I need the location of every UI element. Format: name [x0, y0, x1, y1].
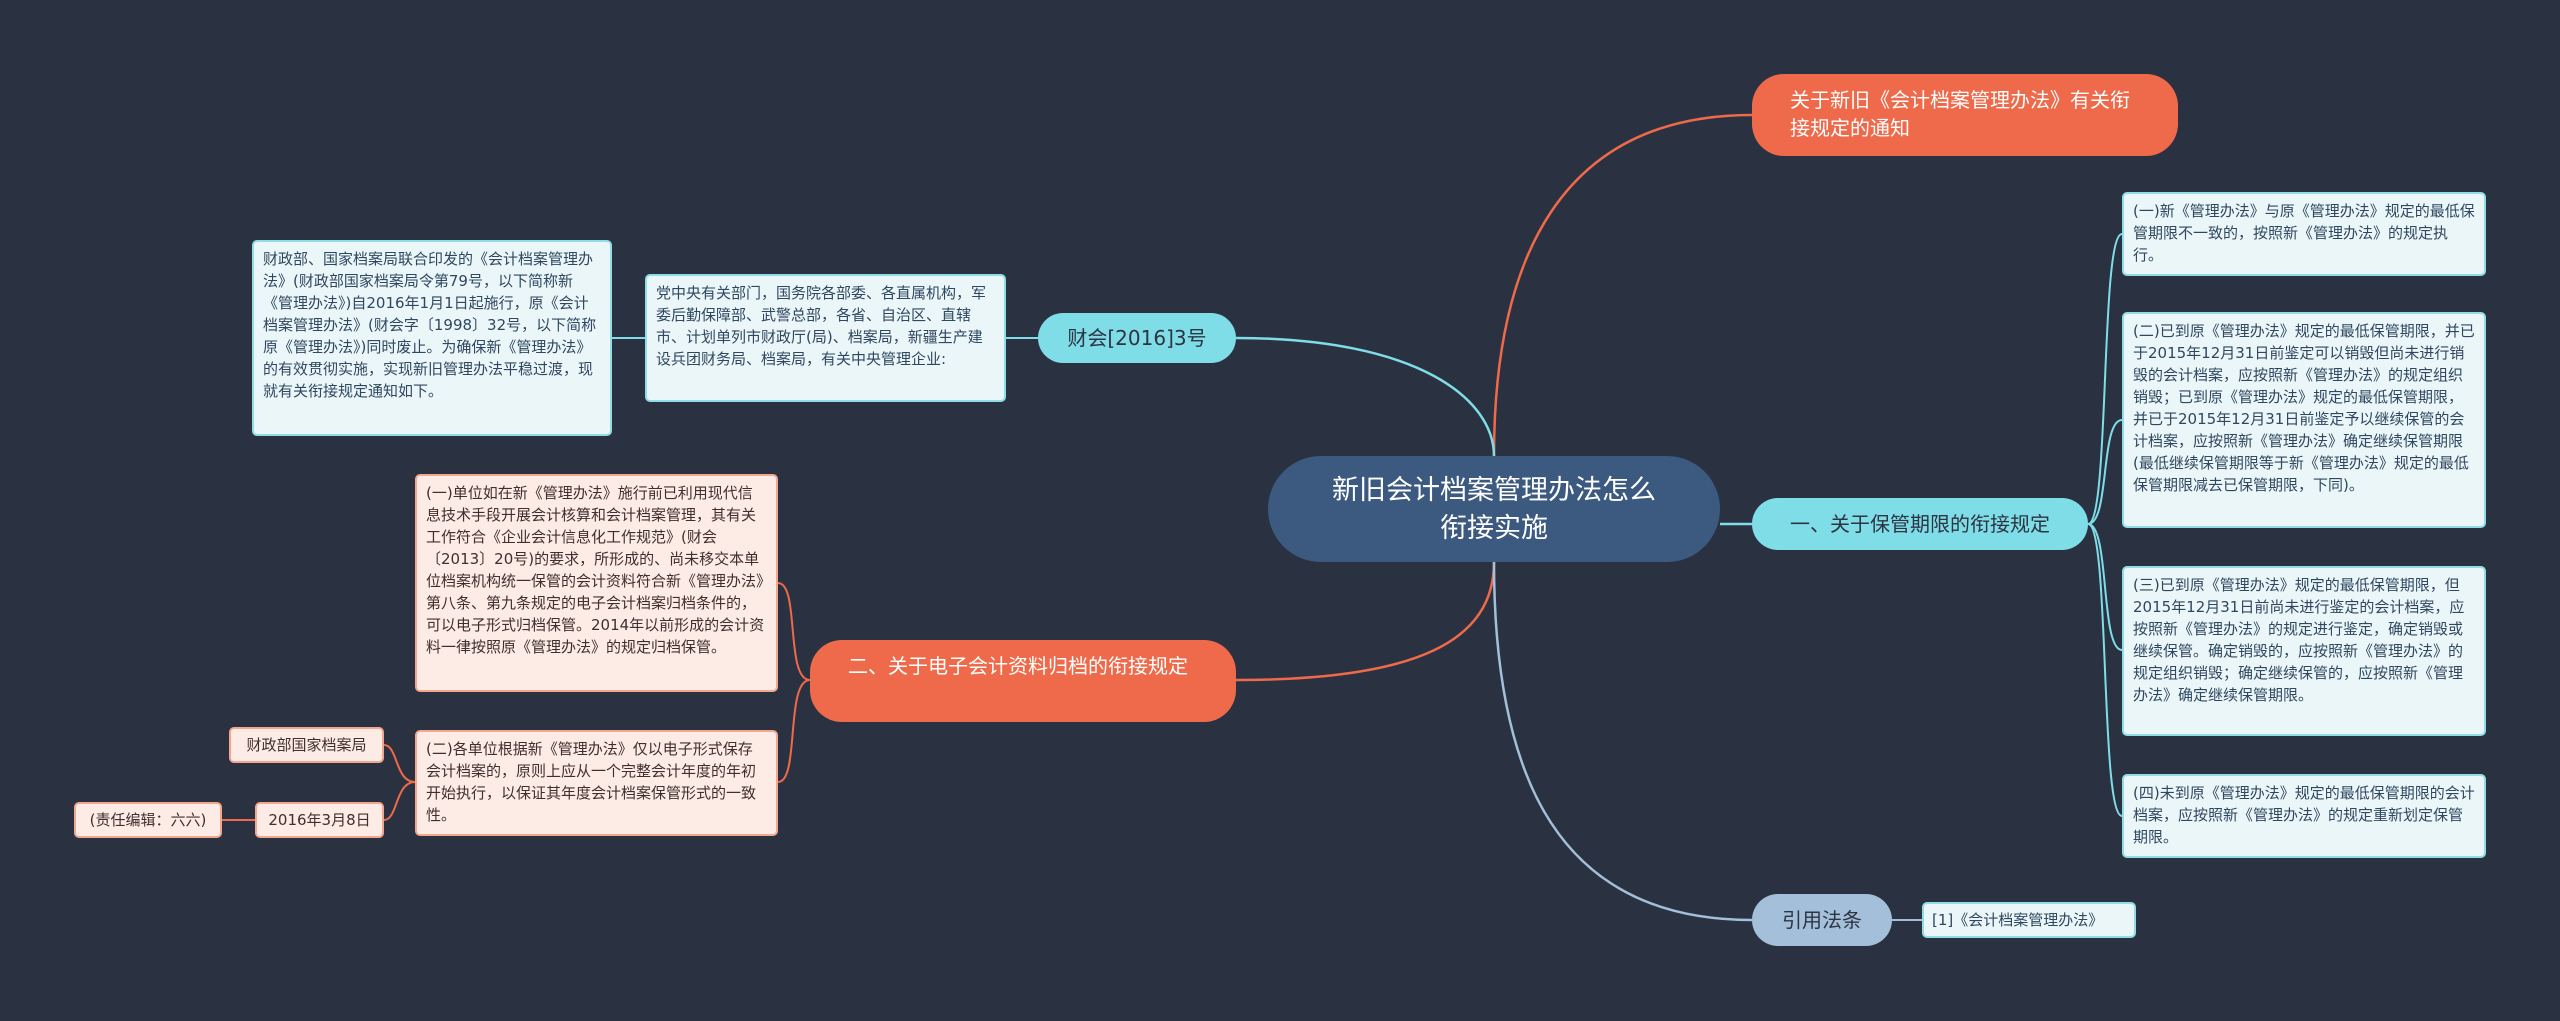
branch-doc-number-label: 财会[2016]3号: [1067, 326, 1207, 350]
branch-doc-number[interactable]: 财会[2016]3号: [1038, 313, 1236, 363]
branch-retention-label: 一、关于保管期限的衔接规定: [1790, 512, 2050, 536]
root-topic[interactable]: 新旧会计档案管理办法怎么衔接实施: [1268, 456, 1720, 562]
link-item2-issuer: [383, 744, 416, 783]
date-tag-text: 2016年3月8日: [268, 811, 371, 829]
retention-item-2-text: (二)已到原《管理办法》规定的最低保管期限，并已于2015年12月31日前鉴定可…: [2133, 322, 2475, 494]
link-electronic-item-2: [777, 679, 811, 783]
link-electronic-item-1: [777, 582, 811, 681]
citation-item-text: [1]《会计档案管理办法》: [1932, 911, 2104, 929]
branch-notice[interactable]: 关于新旧《会计档案管理办法》有关衔接规定的通知: [1752, 74, 2178, 156]
link-root-citation: [1492, 561, 1753, 922]
link-root-electronic: [1235, 561, 1496, 682]
branch-electronic-label: 二、关于电子会计资料归档的衔接规定: [848, 654, 1188, 678]
branch-citation[interactable]: 引用法条: [1752, 894, 1892, 946]
recipients-box[interactable]: 党中央有关部门，国务院各部委、各直属机构，军委后勤保障部、武警总部，各省、自治区…: [645, 274, 1006, 402]
link-root-docno: [1235, 336, 1496, 457]
electronic-item-2[interactable]: (二)各单位根据新《管理办法》仅以电子形式保存会计档案的，原则上应从一个完整会计…: [415, 730, 778, 836]
branch-notice-label: 关于新旧《会计档案管理办法》有关衔接规定的通知: [1790, 88, 2130, 140]
branch-retention[interactable]: 一、关于保管期限的衔接规定: [1752, 498, 2088, 550]
root-topic-title: 新旧会计档案管理办法怎么衔接实施: [1332, 475, 1656, 544]
issuer-tag[interactable]: 财政部国家档案局: [229, 727, 384, 763]
electronic-item-1-text: (一)单位如在新《管理办法》施行前已利用现代信息技术手段开展会计核算和会计档案管…: [426, 484, 765, 656]
link-retention-item-2: [2087, 419, 2123, 525]
link-retention-item-1: [2087, 233, 2123, 525]
link-root-notice: [1492, 113, 1753, 457]
retention-item-1[interactable]: (一)新《管理办法》与原《管理办法》规定的最低保管期限不一致的，按照新《管理办法…: [2122, 192, 2486, 276]
recipients-text: 党中央有关部门，国务院各部委、各直属机构，军委后勤保障部、武警总部，各省、自治区…: [656, 284, 987, 368]
electronic-item-2-text: (二)各单位根据新《管理办法》仅以电子形式保存会计档案的，原则上应从一个完整会计…: [426, 740, 757, 824]
link-item2-date: [383, 781, 416, 821]
link-retention-item-3: [2087, 523, 2123, 651]
editor-tag[interactable]: (责任编辑：六六): [74, 802, 222, 838]
retention-item-3[interactable]: (三)已到原《管理办法》规定的最低保管期限，但2015年12月31日前尚未进行鉴…: [2122, 566, 2486, 736]
retention-item-2[interactable]: (二)已到原《管理办法》规定的最低保管期限，并已于2015年12月31日前鉴定可…: [2122, 312, 2486, 528]
retention-item-1-text: (一)新《管理办法》与原《管理办法》规定的最低保管期限不一致的，按照新《管理办法…: [2133, 202, 2475, 264]
editor-tag-text: (责任编辑：六六): [89, 811, 207, 829]
citation-item[interactable]: [1]《会计档案管理办法》: [1922, 902, 2136, 938]
retention-item-3-text: (三)已到原《管理办法》规定的最低保管期限，但2015年12月31日前尚未进行鉴…: [2133, 576, 2465, 704]
branch-electronic[interactable]: 二、关于电子会计资料归档的衔接规定: [810, 640, 1236, 722]
date-tag[interactable]: 2016年3月8日: [255, 802, 384, 838]
issuer-tag-text: 财政部国家档案局: [246, 736, 367, 754]
branch-citation-label: 引用法条: [1782, 908, 1862, 932]
intro-text: 财政部、国家档案局联合印发的《会计档案管理办法》(财政部国家档案局令第79号，以…: [263, 250, 597, 400]
retention-item-4[interactable]: (四)未到原《管理办法》规定的最低保管期限的会计档案，应按照新《管理办法》的规定…: [2122, 774, 2486, 858]
electronic-item-1[interactable]: (一)单位如在新《管理办法》施行前已利用现代信息技术手段开展会计核算和会计档案管…: [415, 474, 778, 692]
retention-item-4-text: (四)未到原《管理办法》规定的最低保管期限的会计档案，应按照新《管理办法》的规定…: [2133, 784, 2475, 846]
intro-box[interactable]: 财政部、国家档案局联合印发的《会计档案管理办法》(财政部国家档案局令第79号，以…: [252, 240, 612, 436]
link-retention-item-4: [2087, 523, 2123, 817]
